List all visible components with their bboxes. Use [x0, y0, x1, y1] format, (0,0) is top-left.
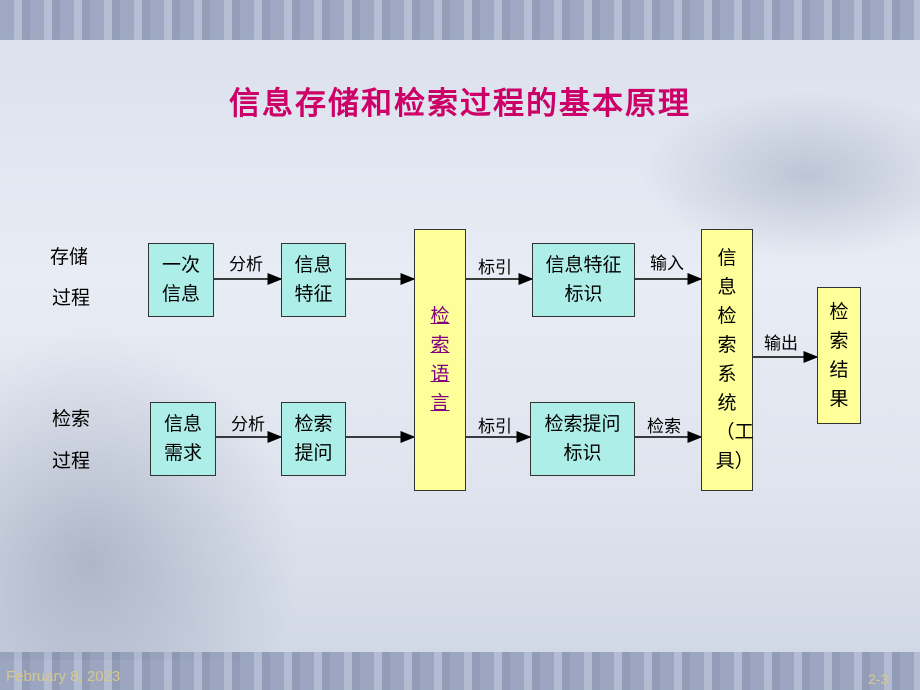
- edge-label-output: 输出: [764, 334, 798, 354]
- box-primary-info: 一次信息: [148, 243, 214, 317]
- box-retrieval-system-text: 信息检索系统（工具）: [715, 247, 754, 472]
- box-info-needs: 信息需求: [150, 402, 216, 476]
- box-retrieval-query-marks: 检索提问标识: [530, 402, 635, 476]
- decorative-bottom-band: [0, 652, 920, 690]
- storage-label-line2: 过程: [52, 287, 91, 309]
- box-retrieval-results: 检索结果: [817, 287, 861, 424]
- retrieval-language-link[interactable]: 检索语言: [430, 305, 450, 414]
- edge-label-index-top: 标引: [478, 258, 512, 278]
- box-retrieval-query-text: 检索提问: [294, 413, 333, 464]
- storage-label-line1: 存储: [50, 246, 89, 268]
- footer-page-number: 2-3: [868, 671, 889, 687]
- box-info-features: 信息特征: [281, 243, 346, 317]
- box-retrieval-language[interactable]: 检索语言: [414, 229, 466, 491]
- box-info-needs-text: 信息需求: [163, 413, 202, 464]
- box-retrieval-system: 信息检索系统（工具）: [701, 229, 754, 491]
- retrieval-label-line1: 检索: [52, 408, 91, 430]
- box-info-features-text: 信息特征: [294, 254, 333, 305]
- edge-label-index-bottom: 标引: [478, 417, 512, 437]
- edge-label-input: 输入: [650, 254, 684, 274]
- box-retrieval-query-marks-text: 检索提问标识: [544, 413, 621, 464]
- background-wall-image-left: [0, 330, 300, 660]
- box-primary-info-text: 一次信息: [161, 254, 200, 305]
- box-retrieval-results-text: 检索结果: [829, 300, 849, 410]
- edge-label-analysis-bottom: 分析: [231, 415, 265, 435]
- slide-title: 信息存储和检索过程的基本原理: [229, 86, 691, 122]
- box-retrieval-query: 检索提问: [281, 402, 346, 476]
- retrieval-label-line2: 过程: [52, 450, 91, 472]
- box-info-feature-marks: 信息特征标识: [532, 243, 635, 317]
- edge-label-search: 检索: [647, 417, 681, 437]
- background-wall-image-right: [640, 90, 920, 260]
- edge-label-analysis-top: 分析: [229, 255, 263, 275]
- footer-date: February 8, 2023: [6, 668, 121, 685]
- decorative-top-band: [0, 0, 920, 40]
- box-info-feature-marks-text: 信息特征标识: [545, 254, 622, 305]
